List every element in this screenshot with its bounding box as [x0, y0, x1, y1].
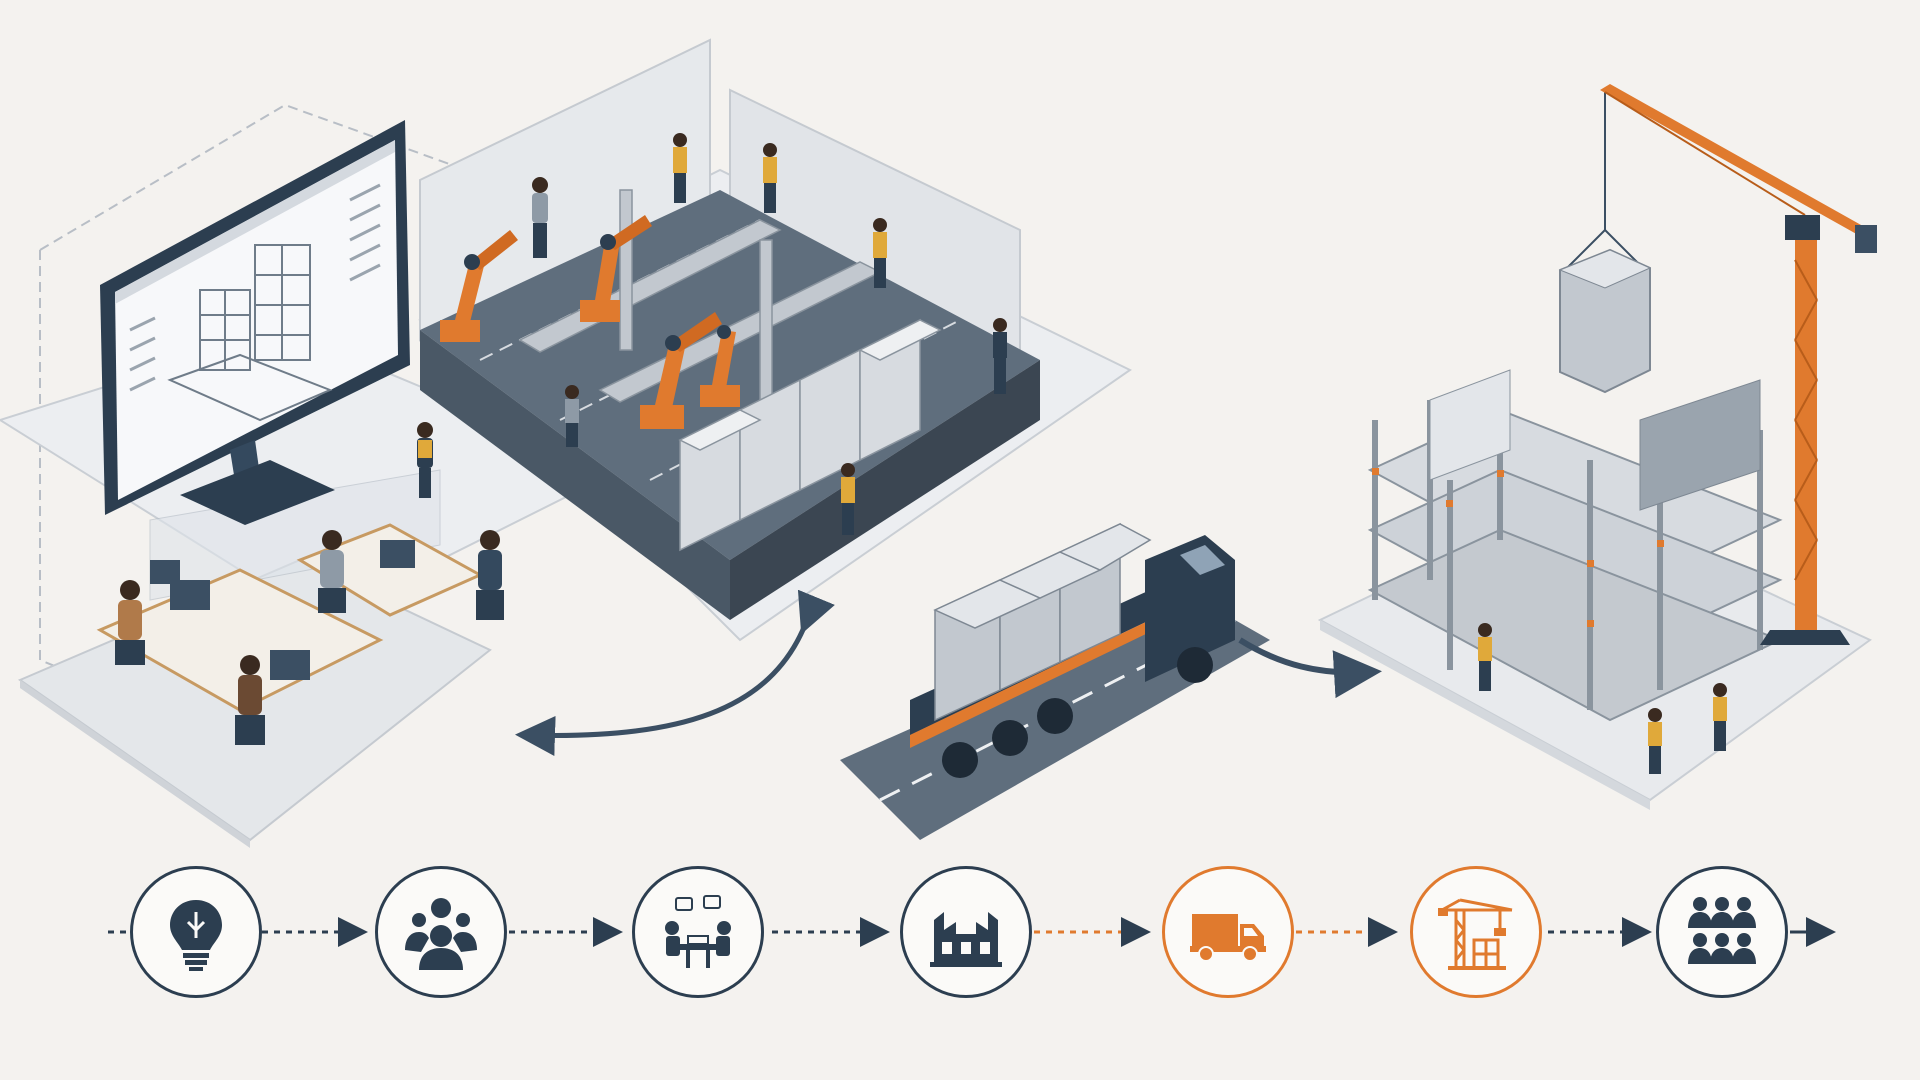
step-occupancy — [1656, 866, 1788, 998]
modular-building — [1367, 369, 1783, 722]
robot-arms — [440, 215, 740, 429]
prefab-factory-scene — [418, 38, 1132, 642]
construction-site-scene — [1317, 84, 1877, 810]
step-manufacturing — [900, 866, 1032, 998]
design-meeting-icon — [665, 895, 731, 968]
delivery-arrow — [1238, 637, 1382, 699]
hanging-module — [1558, 90, 1652, 394]
step-collaboration — [375, 866, 507, 998]
lightbulb-icon — [170, 900, 222, 971]
step-design-meeting — [632, 866, 764, 998]
factory-modules — [678, 318, 942, 552]
factory-workers — [532, 133, 1007, 535]
step-assembly — [1410, 866, 1542, 998]
office-workers — [115, 422, 504, 745]
design-feedback-arrow — [515, 589, 835, 756]
community-icon — [1688, 897, 1756, 964]
cad-monitor — [100, 120, 410, 525]
factory-icon — [930, 912, 1002, 967]
team-collaboration-icon — [405, 898, 477, 970]
step-transport — [1162, 866, 1294, 998]
step-idea — [130, 866, 262, 998]
tower-crane — [1600, 84, 1877, 645]
delivery-truck-icon — [1190, 914, 1266, 962]
delivery-truck-scene — [840, 522, 1270, 840]
design-office-scene — [0, 103, 623, 848]
tower-crane-icon — [1438, 898, 1513, 970]
office-desks — [96, 523, 484, 712]
site-workers — [1478, 623, 1727, 774]
